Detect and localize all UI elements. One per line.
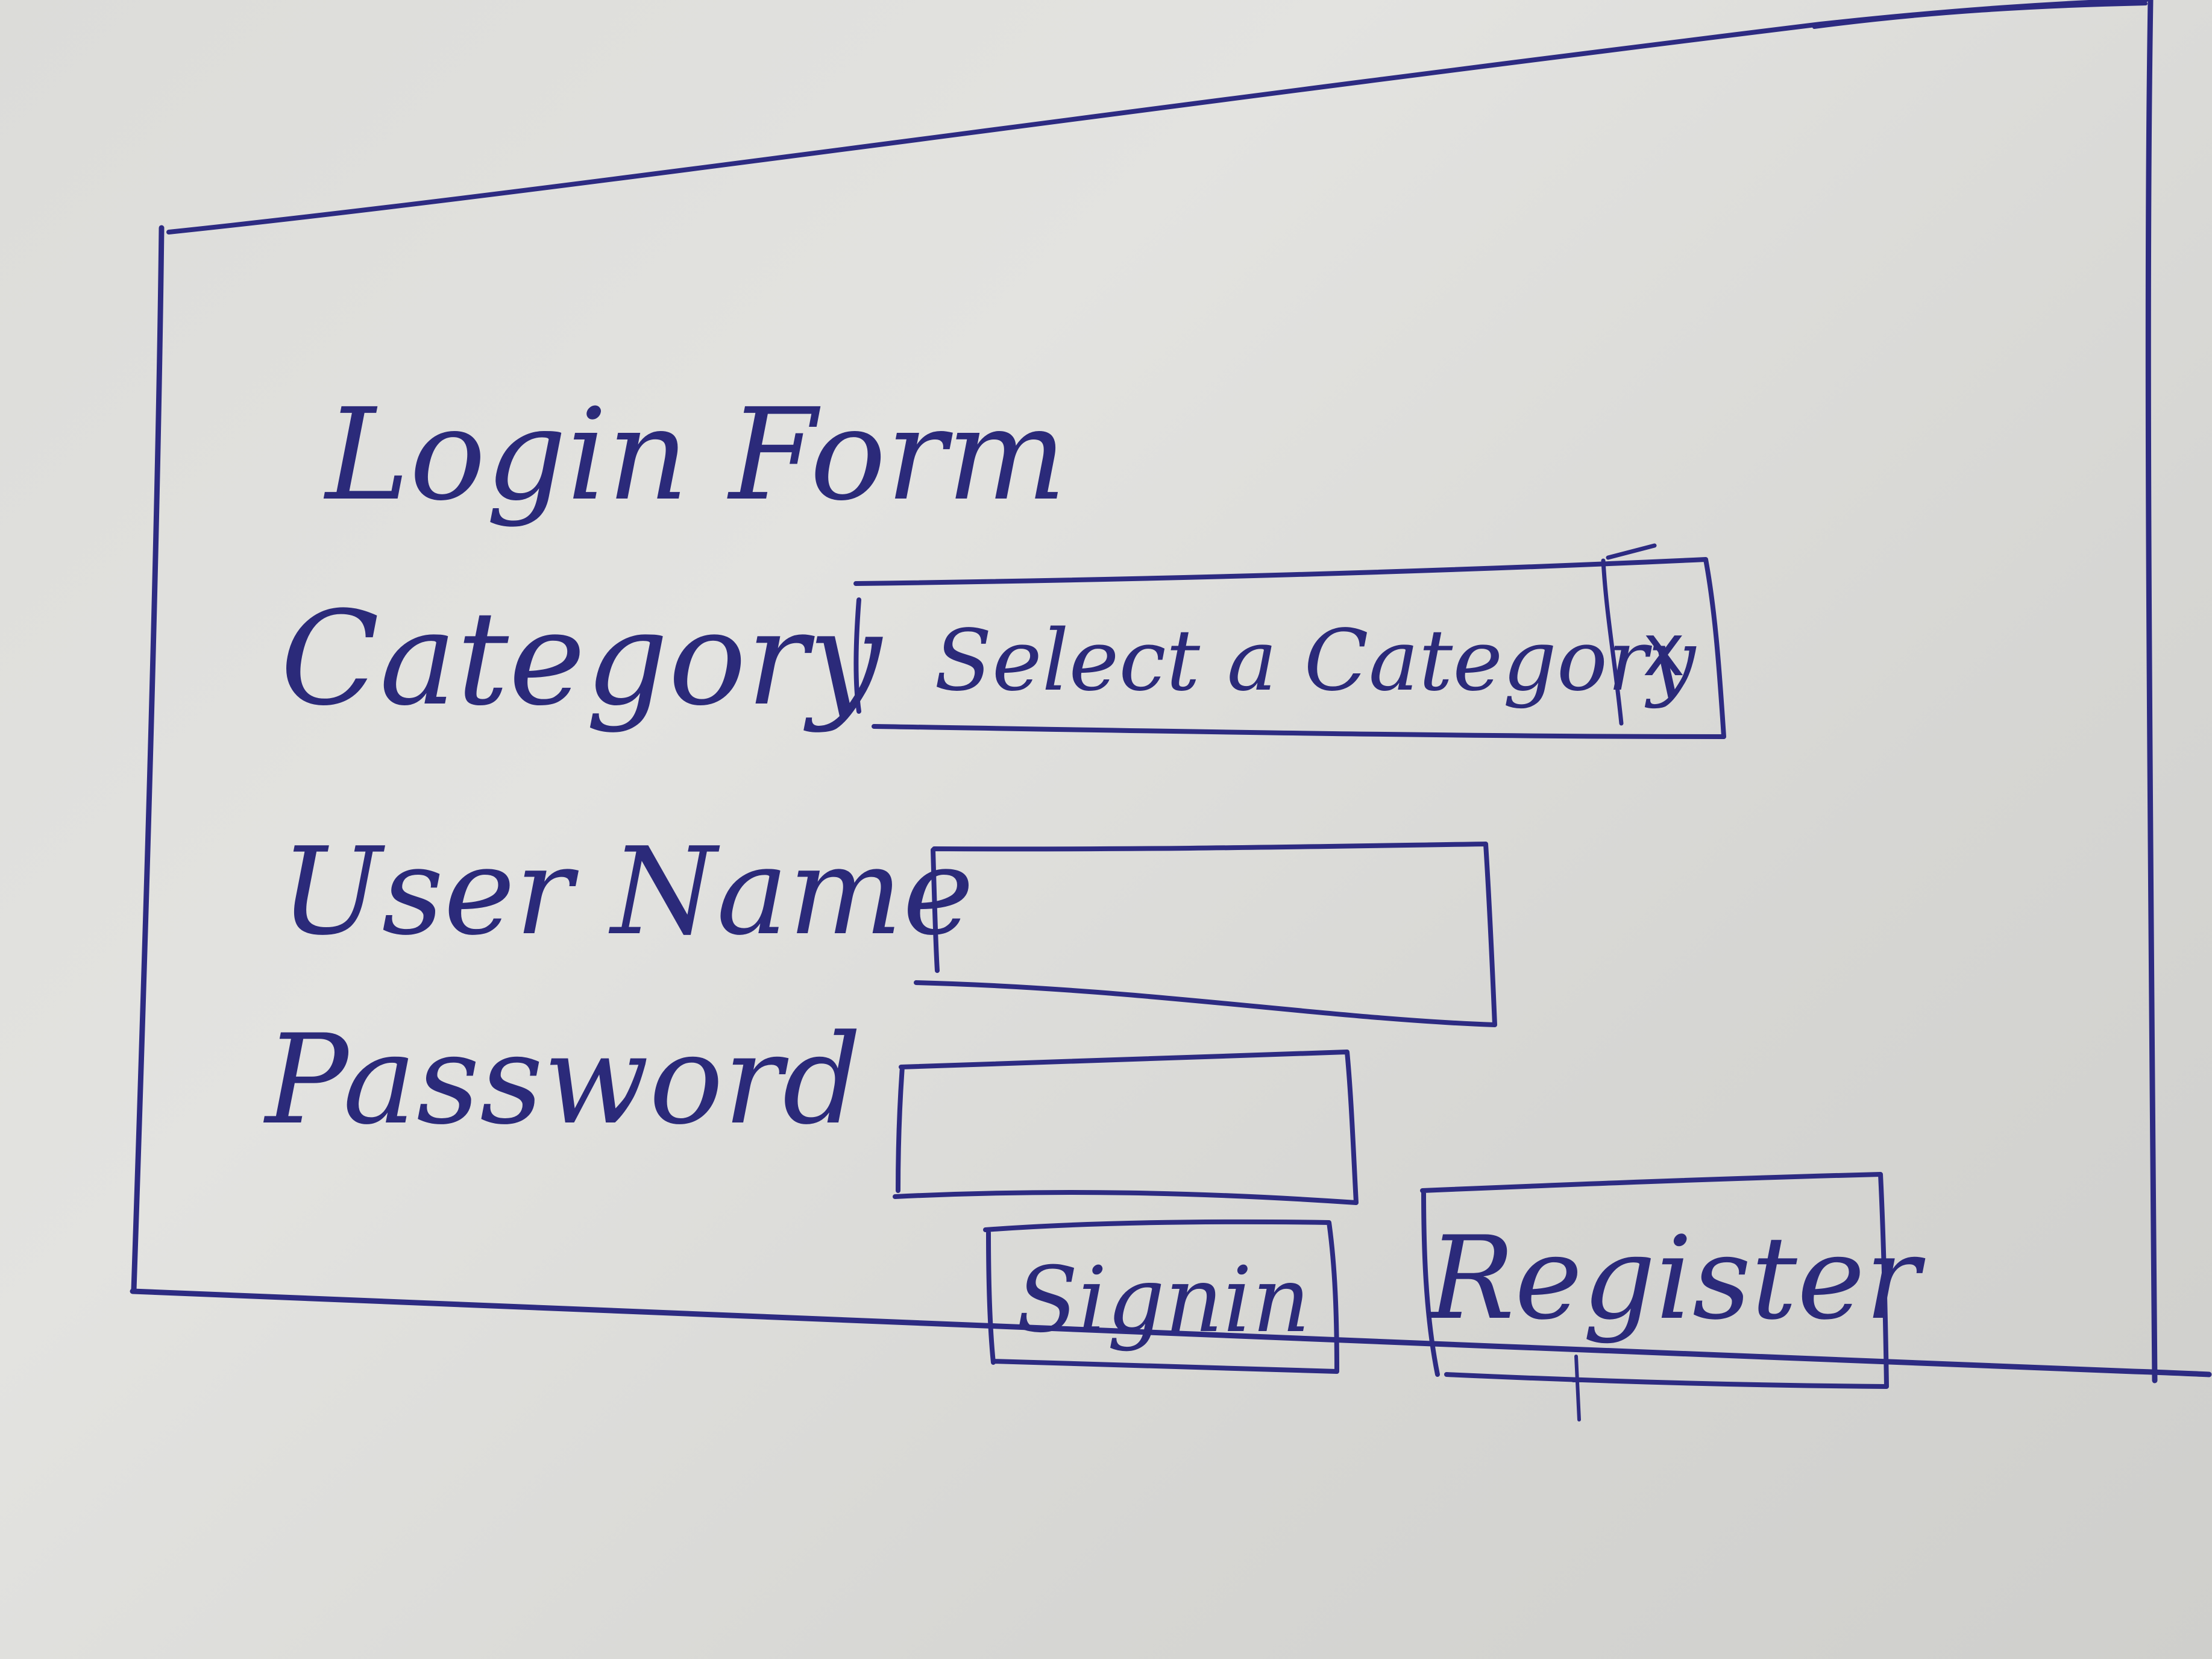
window-right-edge-stroke	[2145, 0, 2158, 1384]
username-label: User Name	[280, 822, 974, 962]
username-input[interactable]	[931, 844, 1492, 1001]
cursor-mark-stroke	[1571, 1355, 1593, 1421]
category-dropdown-toggle[interactable]: x	[1618, 579, 1724, 729]
category-toggle-divider-stroke	[1601, 543, 1657, 726]
register-button-stroke	[1420, 1172, 1889, 1389]
sheet-top-edge-stroke	[166, 0, 2148, 235]
category-select-stroke	[853, 557, 1726, 739]
signin-button[interactable]: Signin	[1016, 1248, 1310, 1353]
password-input[interactable]	[898, 1055, 1356, 1200]
username-input-stroke	[914, 842, 1497, 1027]
sheet-top-edge-stroke-2	[1812, 2, 2148, 29]
window-left-edge-stroke	[131, 225, 165, 1293]
register-button[interactable]: Register	[1428, 1212, 1920, 1345]
category-select[interactable]: Select a Category x	[868, 579, 1724, 729]
signin-button-stroke	[983, 1219, 1339, 1374]
category-select-value: Select a Category	[934, 612, 1696, 710]
window-bottom-edge-stroke	[130, 1288, 2212, 1377]
password-input-stroke	[893, 1050, 1359, 1205]
form-title: Login Form	[325, 381, 1067, 529]
password-label: Password	[265, 1009, 862, 1152]
category-label: Category	[280, 583, 882, 734]
dropdown-toggle-icon: x	[1642, 609, 1686, 693]
